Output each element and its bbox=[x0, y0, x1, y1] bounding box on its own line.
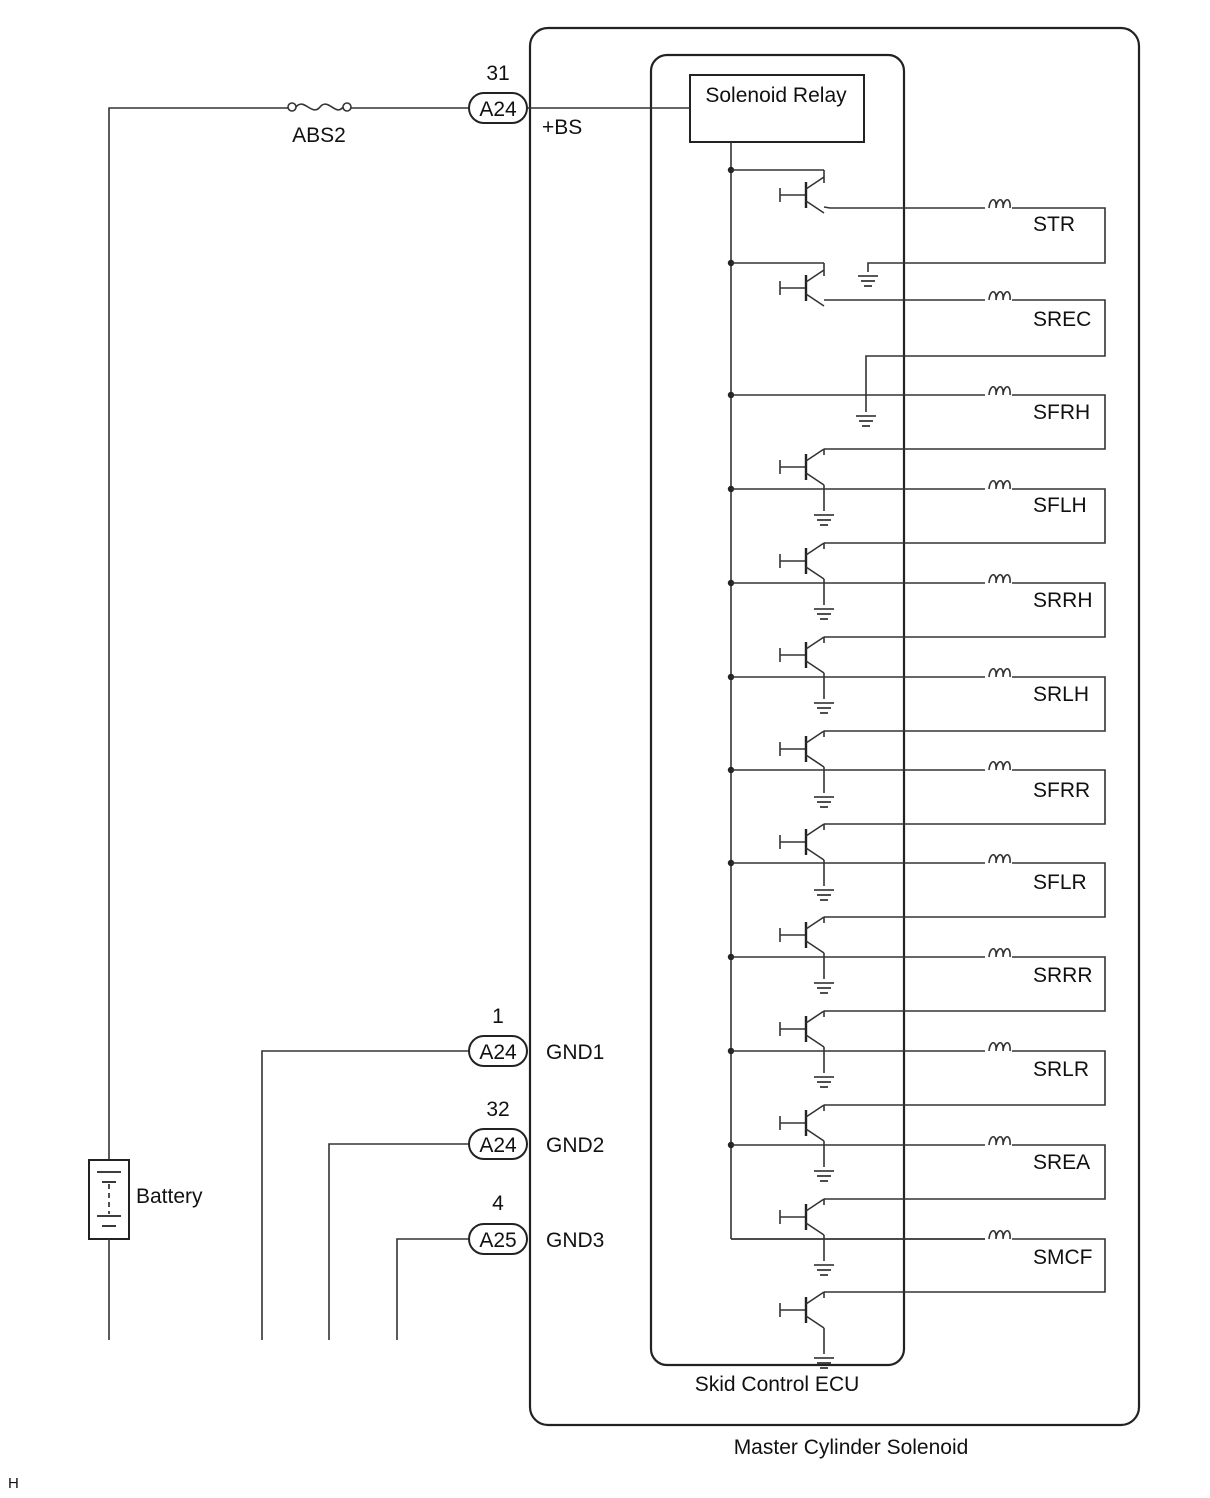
ecu-label: Skid Control ECU bbox=[695, 1373, 860, 1396]
connector-signal: GND2 bbox=[546, 1134, 604, 1157]
connector-code: A24 bbox=[479, 98, 517, 121]
skid-control-ecu-box bbox=[649, 53, 906, 1367]
solenoid-return-wire bbox=[824, 862, 1106, 918]
solenoid-coil-icon bbox=[988, 479, 1011, 490]
transistor-emitter bbox=[805, 754, 825, 768]
battery-icon bbox=[88, 1159, 130, 1240]
str-return-wire bbox=[867, 207, 1106, 272]
connector-pin: 31 bbox=[486, 62, 509, 85]
transistor-collector bbox=[805, 916, 825, 930]
solenoid-return-wire bbox=[824, 488, 1106, 544]
transistor-emitter bbox=[805, 1034, 825, 1048]
solenoid-label: SRRH bbox=[1033, 589, 1093, 612]
fuse-icon bbox=[287, 102, 352, 112]
transistor-collector bbox=[805, 1104, 825, 1118]
connector-signal: +BS bbox=[542, 116, 582, 139]
solenoid-label: SRLH bbox=[1033, 683, 1089, 706]
transistor-emitter bbox=[805, 293, 825, 307]
solenoid-coil-icon bbox=[988, 853, 1011, 864]
transistor-collector bbox=[805, 730, 825, 744]
transistor-emitter bbox=[805, 1315, 825, 1329]
solenoid-relay-box bbox=[689, 74, 865, 143]
solenoid-coil-icon bbox=[988, 1229, 1011, 1240]
transistor-collector bbox=[805, 1198, 825, 1212]
connector-code: A24 bbox=[479, 1041, 517, 1064]
solenoid-return-wire bbox=[824, 1144, 1106, 1200]
master-cylinder-solenoid-box bbox=[528, 26, 1141, 1427]
solenoid-label: SFLR bbox=[1033, 871, 1087, 894]
gnd2-wire bbox=[328, 1143, 470, 1340]
transistor-emitter bbox=[805, 660, 825, 674]
solenoid-coil-icon bbox=[988, 290, 1011, 301]
connector-pill bbox=[468, 1128, 528, 1160]
connector-code: A25 bbox=[479, 1229, 516, 1252]
fuse-label: ABS2 bbox=[292, 124, 346, 147]
transistor-collector bbox=[805, 636, 825, 650]
connector-pin: 1 bbox=[492, 1005, 504, 1028]
solenoid-return-wire bbox=[824, 676, 1106, 732]
connector-pill bbox=[468, 1223, 528, 1255]
connector-pin: 32 bbox=[486, 1098, 509, 1121]
connector-pin: 4 bbox=[492, 1192, 504, 1215]
solenoid-label: SREA bbox=[1033, 1151, 1090, 1174]
transistor-collector bbox=[805, 448, 825, 462]
solenoid-coil-icon bbox=[988, 573, 1011, 584]
solenoid-return-wire bbox=[824, 394, 1106, 450]
connector-signal: GND3 bbox=[546, 1229, 604, 1252]
transistor-collector bbox=[805, 1010, 825, 1024]
solenoid-relay-label: Solenoid Relay bbox=[705, 84, 847, 107]
solenoid-coil-icon bbox=[988, 667, 1011, 678]
solenoid-coil-icon bbox=[988, 947, 1011, 958]
str-emitter-wire bbox=[823, 206, 985, 209]
battery-feed-wire bbox=[108, 107, 290, 1160]
gnd3-wire bbox=[396, 1238, 470, 1340]
solenoid-label: SFLH bbox=[1033, 494, 1087, 517]
solenoid-return-wire bbox=[824, 1050, 1106, 1106]
solenoid-label: SRRR bbox=[1033, 964, 1093, 987]
gnd1-wire bbox=[261, 1050, 470, 1340]
transistor-emitter bbox=[805, 1222, 825, 1236]
connector-pill bbox=[468, 92, 528, 124]
solenoid-return-wire bbox=[824, 769, 1106, 825]
transistor-collector bbox=[805, 269, 825, 283]
solenoid-coil-icon bbox=[988, 1135, 1011, 1146]
transistor-emitter bbox=[805, 200, 825, 214]
transistor-emitter bbox=[805, 847, 825, 861]
transistor-emitter bbox=[805, 472, 825, 486]
solenoid-coil-icon bbox=[988, 198, 1011, 209]
solenoid-coil-icon bbox=[988, 385, 1011, 396]
solenoid-driver-circuit bbox=[727, 142, 1106, 1369]
solenoid-label: SFRR bbox=[1033, 779, 1090, 802]
transistor-collector bbox=[805, 542, 825, 556]
srec-return-wire bbox=[865, 299, 1106, 412]
solenoid-return-wire bbox=[824, 1238, 1106, 1293]
solenoid-return-wire bbox=[824, 956, 1106, 1012]
transistor-emitter bbox=[805, 566, 825, 580]
battery-label: Battery bbox=[136, 1185, 203, 1208]
connector-code: A24 bbox=[479, 1134, 517, 1157]
transistor-emitter bbox=[805, 1128, 825, 1142]
solenoid-label: STR bbox=[1033, 213, 1075, 236]
corner-mark: H bbox=[8, 1475, 19, 1492]
transistor-collector bbox=[805, 1291, 825, 1305]
solenoid-label: SMCF bbox=[1033, 1246, 1093, 1269]
connector-signal: GND1 bbox=[546, 1041, 604, 1064]
transistor-emitter bbox=[805, 940, 825, 954]
solenoid-coil-icon bbox=[988, 1041, 1011, 1052]
transistor-collector bbox=[805, 823, 825, 837]
solenoid-coil-icon bbox=[988, 760, 1011, 771]
assembly-label: Master Cylinder Solenoid bbox=[734, 1436, 969, 1459]
solenoid-label: SREC bbox=[1033, 308, 1091, 331]
connector-pill bbox=[468, 1035, 528, 1067]
solenoid-label: SRLR bbox=[1033, 1058, 1089, 1081]
solenoid-return-wire bbox=[824, 582, 1106, 638]
transistor-collector bbox=[805, 176, 825, 190]
solenoid-label: SFRH bbox=[1033, 401, 1090, 424]
